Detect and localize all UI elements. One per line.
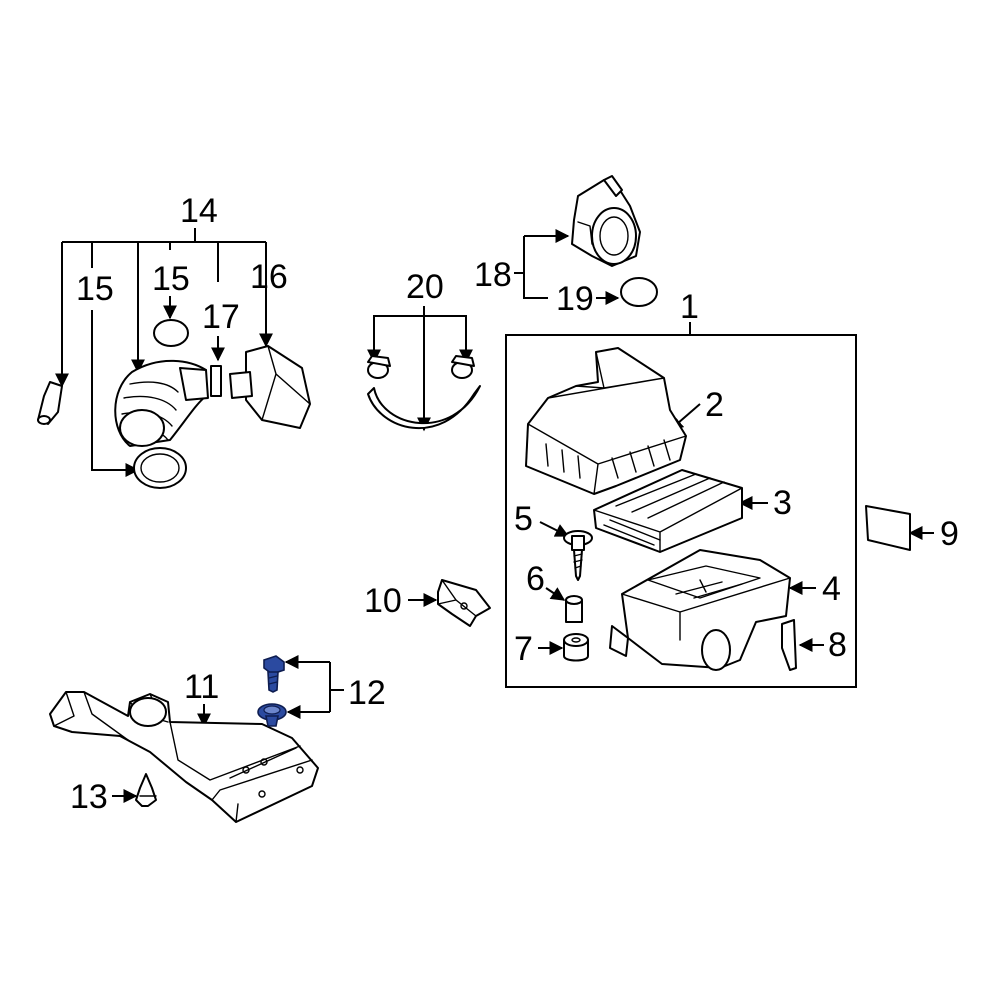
mounting-bolt-part[interactable]: [563, 530, 593, 581]
callout-9[interactable]: 9: [940, 515, 959, 553]
callout-19[interactable]: 19: [556, 280, 594, 318]
callout-12[interactable]: 12: [348, 674, 386, 712]
vacuum-hose-part[interactable]: [367, 385, 481, 430]
assembly-box: [505, 334, 857, 688]
leader-18: [514, 236, 548, 299]
resonator-part[interactable]: [229, 345, 311, 429]
callout-1[interactable]: 1: [680, 288, 699, 326]
air-filter-part[interactable]: [593, 469, 743, 553]
maf-sensor-group: 18 19: [474, 175, 658, 318]
grommet-part[interactable]: [563, 633, 589, 662]
lower-housing-part[interactable]: [609, 549, 791, 671]
air-duct-part[interactable]: [49, 691, 319, 823]
vacuum-hose-group: 20: [367, 268, 481, 432]
shield-group: 10: [364, 579, 491, 627]
callout-11[interactable]: 11: [184, 668, 219, 706]
label-group: 9: [865, 505, 959, 553]
callout-13[interactable]: 13: [70, 778, 108, 816]
callout-2[interactable]: 2: [705, 386, 724, 424]
push-clip-part[interactable]: [135, 773, 157, 807]
callout-18[interactable]: 18: [474, 256, 512, 294]
callout-15-right[interactable]: 15: [152, 260, 190, 298]
callout-3[interactable]: 3: [773, 484, 792, 522]
hose-clip-left-part[interactable]: [367, 355, 391, 379]
leader-6: [545, 587, 566, 601]
duct-group: 11 12 13: [49, 655, 386, 823]
spacer-part[interactable]: [565, 595, 583, 623]
callout-7[interactable]: 7: [514, 630, 533, 668]
small-hose-part[interactable]: [37, 381, 63, 425]
callout-16[interactable]: 16: [250, 258, 288, 296]
bracket-part[interactable]: [781, 619, 797, 671]
heat-shield-part[interactable]: [437, 579, 491, 627]
duct-nut-part[interactable]: [257, 703, 287, 727]
hose-clamp-part[interactable]: [133, 447, 187, 489]
leader-15-left: [91, 310, 122, 471]
label-part[interactable]: [865, 505, 911, 551]
leader-5: [539, 521, 570, 537]
callout-15-left[interactable]: 15: [76, 270, 114, 308]
air-cleaner-group: 1 2 3 4 5: [505, 288, 857, 688]
gasket-part[interactable]: [210, 365, 222, 397]
upper-housing-part[interactable]: [525, 347, 687, 495]
hose-clip-right-part[interactable]: [451, 355, 475, 379]
callout-6[interactable]: 6: [526, 560, 545, 598]
callout-17[interactable]: 17: [202, 298, 240, 336]
duct-bolt-part[interactable]: [263, 655, 285, 693]
leader-12: [329, 662, 344, 712]
leader-14: [61, 228, 267, 382]
flex-hose-part[interactable]: [114, 359, 209, 447]
callout-8[interactable]: 8: [828, 626, 847, 664]
seal-ring-part[interactable]: [153, 319, 189, 347]
maf-seal-part[interactable]: [620, 277, 658, 307]
intake-hose-group: 14 15 15 16 17: [37, 192, 311, 489]
callout-20[interactable]: 20: [406, 268, 444, 306]
maf-sensor-part[interactable]: [571, 175, 641, 267]
callout-14[interactable]: 14: [180, 192, 218, 230]
callout-5[interactable]: 5: [514, 500, 533, 538]
callout-10[interactable]: 10: [364, 582, 402, 620]
leader-20: [373, 306, 467, 358]
callout-4[interactable]: 4: [822, 570, 841, 608]
